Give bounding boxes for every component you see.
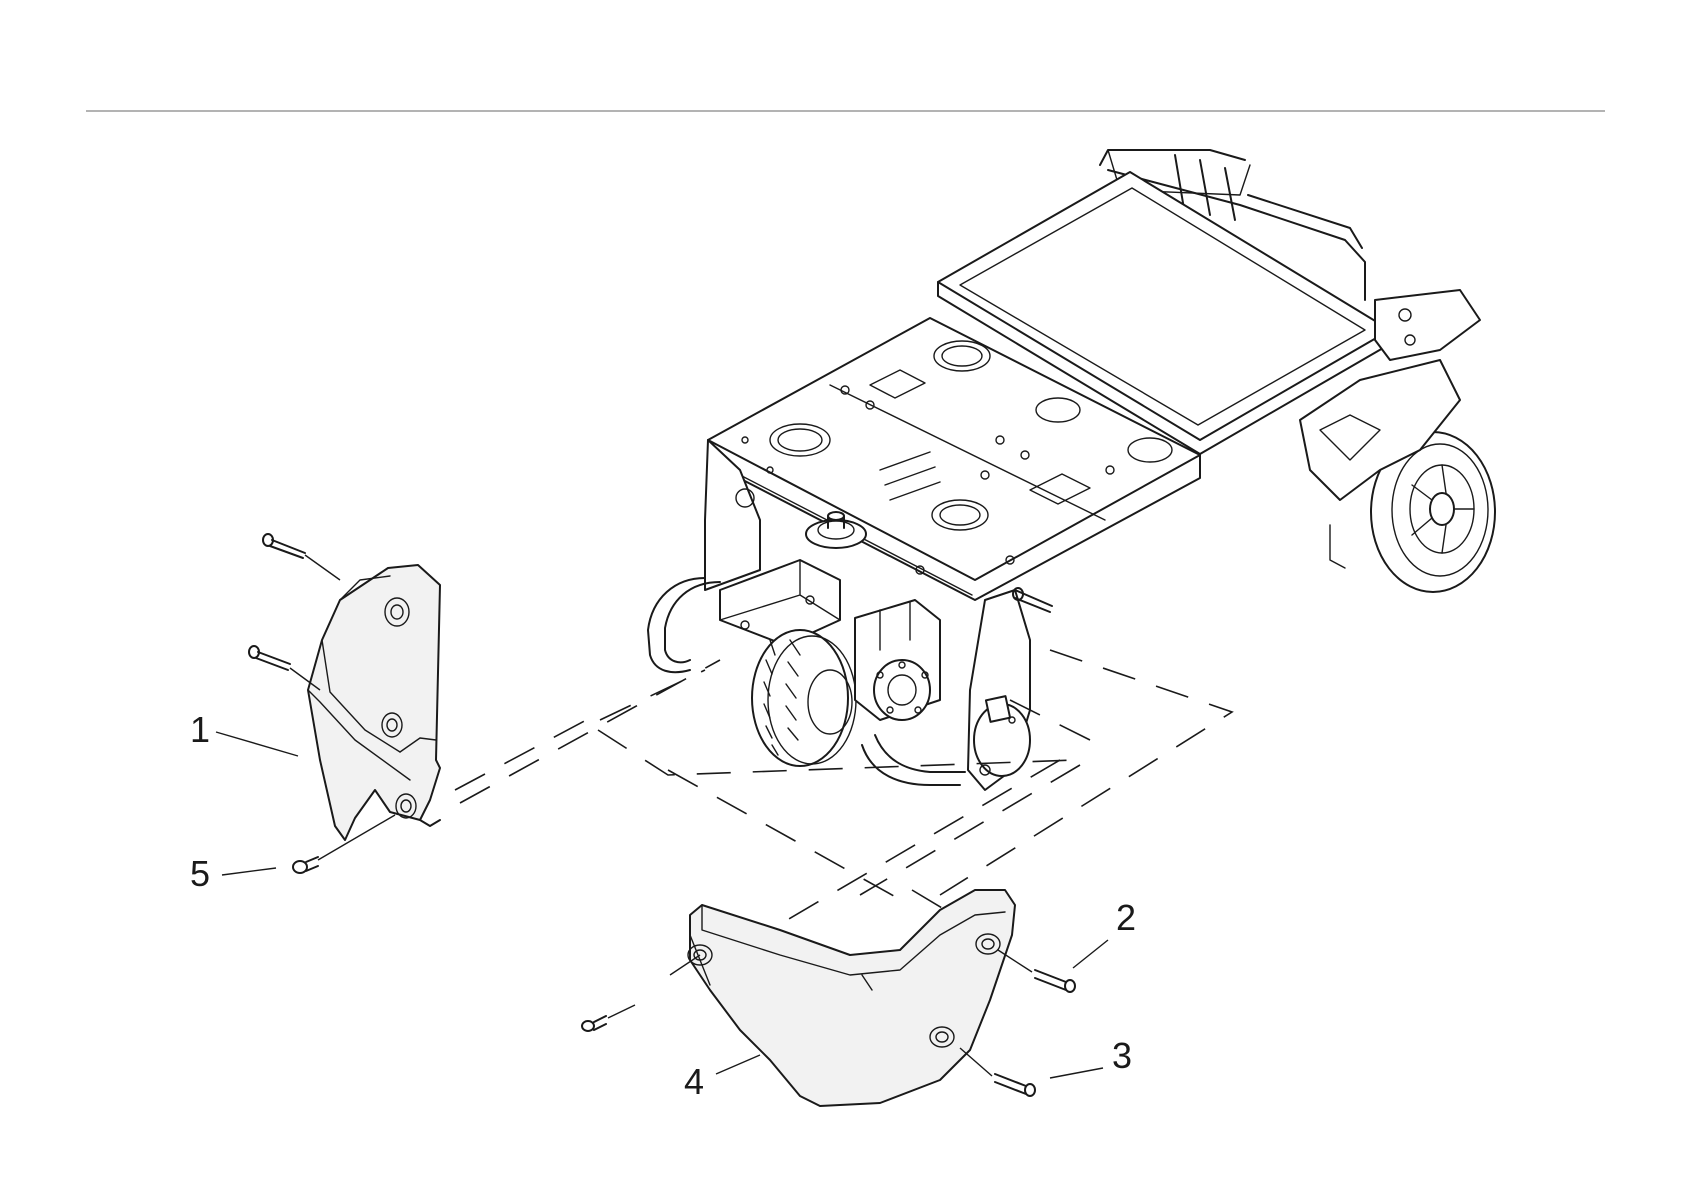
callout-3: 3 xyxy=(1050,1035,1132,1078)
callout-label: 2 xyxy=(1116,897,1136,938)
callout-label: 5 xyxy=(190,853,210,894)
mounting-plate-right xyxy=(968,590,1030,790)
callout-label: 1 xyxy=(190,709,210,750)
screw-front-right-bottom xyxy=(960,1048,1035,1096)
screw-cover-left-top xyxy=(263,534,340,580)
chassis-assembly xyxy=(648,150,1495,790)
drive-wheel xyxy=(752,630,856,766)
drive-motor xyxy=(855,600,940,720)
callout-label: 3 xyxy=(1112,1035,1132,1076)
callout-5: 5 xyxy=(190,853,276,894)
callout-1: 1 xyxy=(190,709,298,756)
side-bracket-right xyxy=(1375,290,1480,360)
screw-front-left xyxy=(582,955,700,1031)
callout-2: 2 xyxy=(1073,897,1136,968)
callout-4: 4 xyxy=(684,1055,760,1102)
screw-front-right-top xyxy=(998,950,1075,992)
front-cover xyxy=(688,890,1015,1106)
side-cover-left xyxy=(308,565,440,840)
callout-label: 4 xyxy=(684,1061,704,1102)
